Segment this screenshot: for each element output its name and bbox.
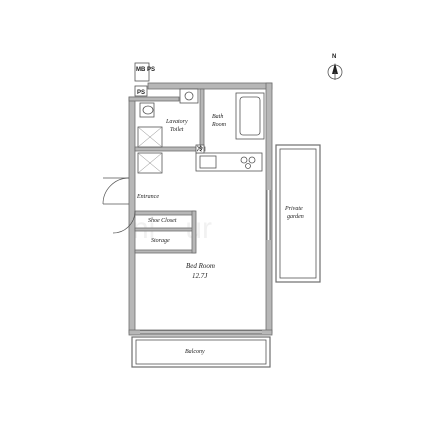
bath-fixture bbox=[235, 92, 265, 140]
shoe-closet-label: Shoe Closet bbox=[148, 218, 177, 224]
mb-ps-box: MB PS bbox=[134, 62, 155, 82]
bath-room-label: Room bbox=[211, 122, 227, 128]
toilet-label: Toilet bbox=[170, 127, 184, 133]
balcony-area bbox=[131, 336, 271, 368]
kitchen-counter bbox=[195, 144, 263, 172]
entrance-label: Entrance bbox=[136, 194, 159, 200]
bath-label: Bath bbox=[212, 114, 223, 120]
lavatory-label: Lavatory bbox=[165, 119, 188, 125]
window-right bbox=[266, 190, 271, 240]
fridge-mark: 冷 bbox=[197, 145, 203, 153]
interior-walls bbox=[134, 88, 206, 254]
garden-label: garden bbox=[287, 214, 304, 220]
ps-label: PS bbox=[137, 90, 145, 96]
bedroom-label: Bed Room bbox=[186, 262, 215, 270]
ps-box: PS bbox=[134, 85, 148, 97]
balcony-label: Balcony bbox=[185, 349, 205, 355]
private-label: Private bbox=[284, 206, 303, 212]
private-garden-area bbox=[275, 144, 321, 283]
north-arrow-icon: N bbox=[327, 54, 343, 80]
storage-label: Storage bbox=[151, 238, 170, 244]
compass-label: N bbox=[332, 54, 336, 60]
closet-door-icon bbox=[112, 210, 136, 234]
mb-ps-label: MB PS bbox=[136, 67, 155, 73]
bedroom-size: 12.7J bbox=[192, 272, 208, 280]
entrance-door-icon bbox=[102, 177, 130, 205]
window-bottom bbox=[140, 330, 262, 334]
hall-hatch bbox=[137, 152, 163, 174]
lavatory-fixtures bbox=[137, 88, 199, 148]
